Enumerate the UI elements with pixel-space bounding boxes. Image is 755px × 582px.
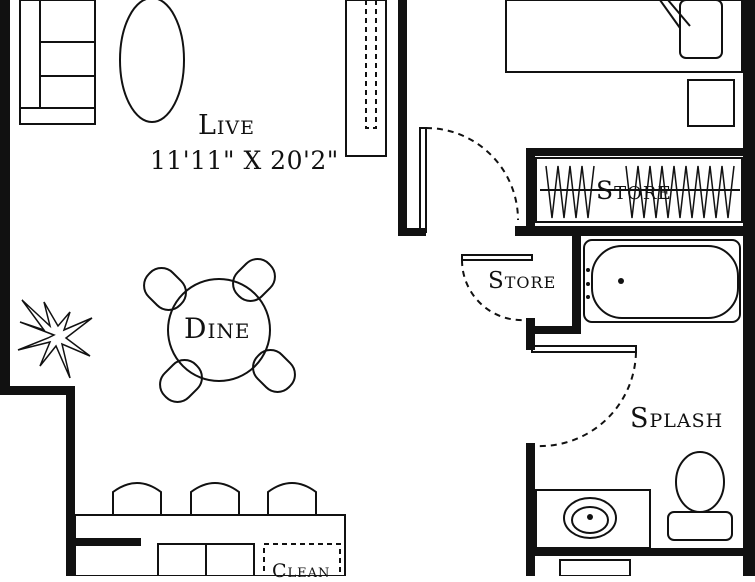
closet-shelf bbox=[535, 157, 743, 223]
store-door-leaf bbox=[461, 254, 533, 261]
room-label-store-hall: Store bbox=[488, 268, 557, 294]
wall-right bbox=[743, 0, 755, 576]
store-door-swing bbox=[460, 259, 527, 322]
coffee-table bbox=[119, 0, 185, 123]
dishwasher bbox=[263, 543, 341, 576]
closet-hangers bbox=[545, 165, 735, 219]
hall-door-swing bbox=[425, 127, 519, 221]
faucet-3 bbox=[586, 295, 590, 299]
room-label-clean: Clean bbox=[272, 560, 331, 582]
toilet-tank bbox=[667, 511, 733, 541]
wall-left-step bbox=[0, 386, 74, 395]
wall-left-upper bbox=[0, 0, 10, 394]
wall-store-stub bbox=[526, 318, 535, 350]
stool-1 bbox=[112, 482, 162, 515]
wall-center-vertical bbox=[398, 0, 407, 236]
bottom-fixture bbox=[559, 559, 631, 576]
top-right-tub bbox=[679, 0, 723, 59]
wall-center-foot bbox=[398, 228, 426, 236]
wall-closet-left bbox=[526, 148, 535, 230]
dining-table bbox=[167, 278, 271, 382]
stool-3 bbox=[267, 482, 317, 515]
bath-door-leaf bbox=[531, 345, 637, 353]
bed-edge bbox=[505, 0, 743, 73]
room-label-store-closet: Store bbox=[596, 176, 672, 205]
sink-basin bbox=[563, 497, 617, 539]
bath-door-swing bbox=[535, 351, 637, 448]
sink-drain bbox=[587, 514, 593, 520]
wall-closet-top bbox=[526, 148, 743, 156]
wall-bath-bottom bbox=[535, 548, 755, 556]
sofa-arm bbox=[19, 107, 96, 125]
bathtub-basin bbox=[591, 245, 739, 319]
stool-2 bbox=[190, 482, 240, 515]
wall-tub-left bbox=[572, 236, 581, 334]
wall-store-lower bbox=[526, 326, 581, 334]
bathtub bbox=[583, 239, 741, 323]
room-dimensions-live: 11'11" X 20'2" bbox=[150, 146, 339, 175]
tub-drain bbox=[618, 278, 624, 284]
wall-left-lower bbox=[66, 386, 75, 576]
room-label-live: Live bbox=[198, 110, 256, 141]
nightstand bbox=[687, 79, 735, 127]
media-console-detail bbox=[365, 0, 377, 129]
top-right-tub-detail bbox=[659, 0, 691, 29]
faucet-1 bbox=[586, 268, 590, 272]
plant bbox=[17, 299, 93, 379]
kitchen-wall-stub bbox=[75, 538, 141, 546]
room-label-splash: Splash bbox=[630, 403, 724, 434]
wall-bath-left bbox=[526, 443, 535, 576]
sofa bbox=[19, 0, 96, 125]
toilet-bowl bbox=[675, 451, 725, 513]
vanity bbox=[535, 489, 651, 549]
room-label-dine: Dine bbox=[184, 312, 251, 345]
faucet-2 bbox=[586, 282, 590, 286]
media-console bbox=[345, 0, 387, 157]
sink-bowl bbox=[571, 506, 609, 534]
sofa-cushions bbox=[39, 0, 95, 108]
hall-door-leaf bbox=[419, 127, 427, 233]
wall-closet-bottom bbox=[515, 226, 755, 236]
dining-chairs bbox=[143, 258, 296, 403]
kitchen-counter bbox=[74, 514, 346, 576]
